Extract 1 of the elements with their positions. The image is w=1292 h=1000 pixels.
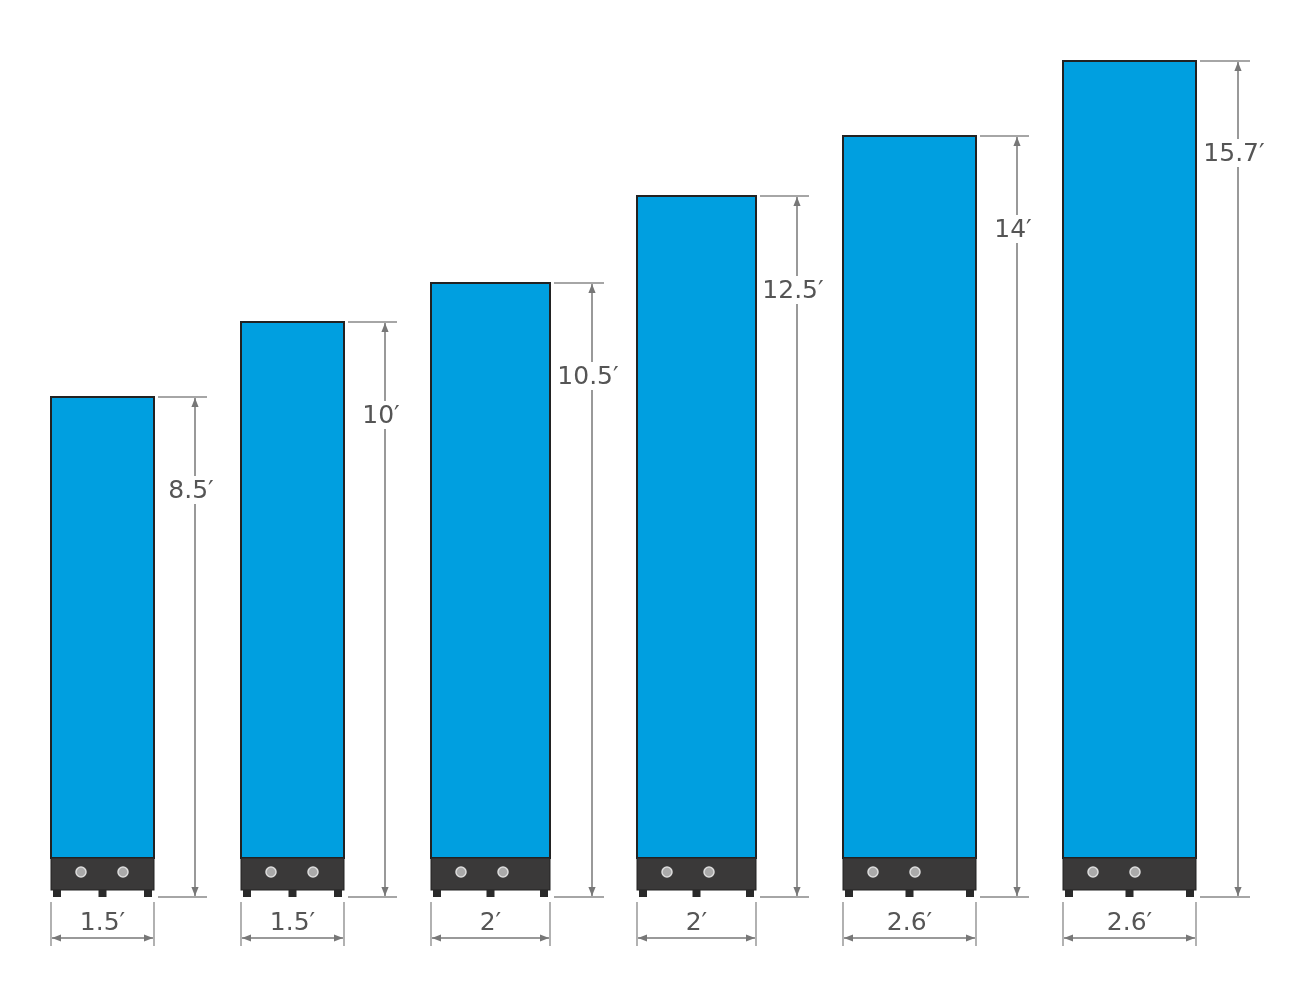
dimension-label: 8.5′ <box>167 476 215 504</box>
